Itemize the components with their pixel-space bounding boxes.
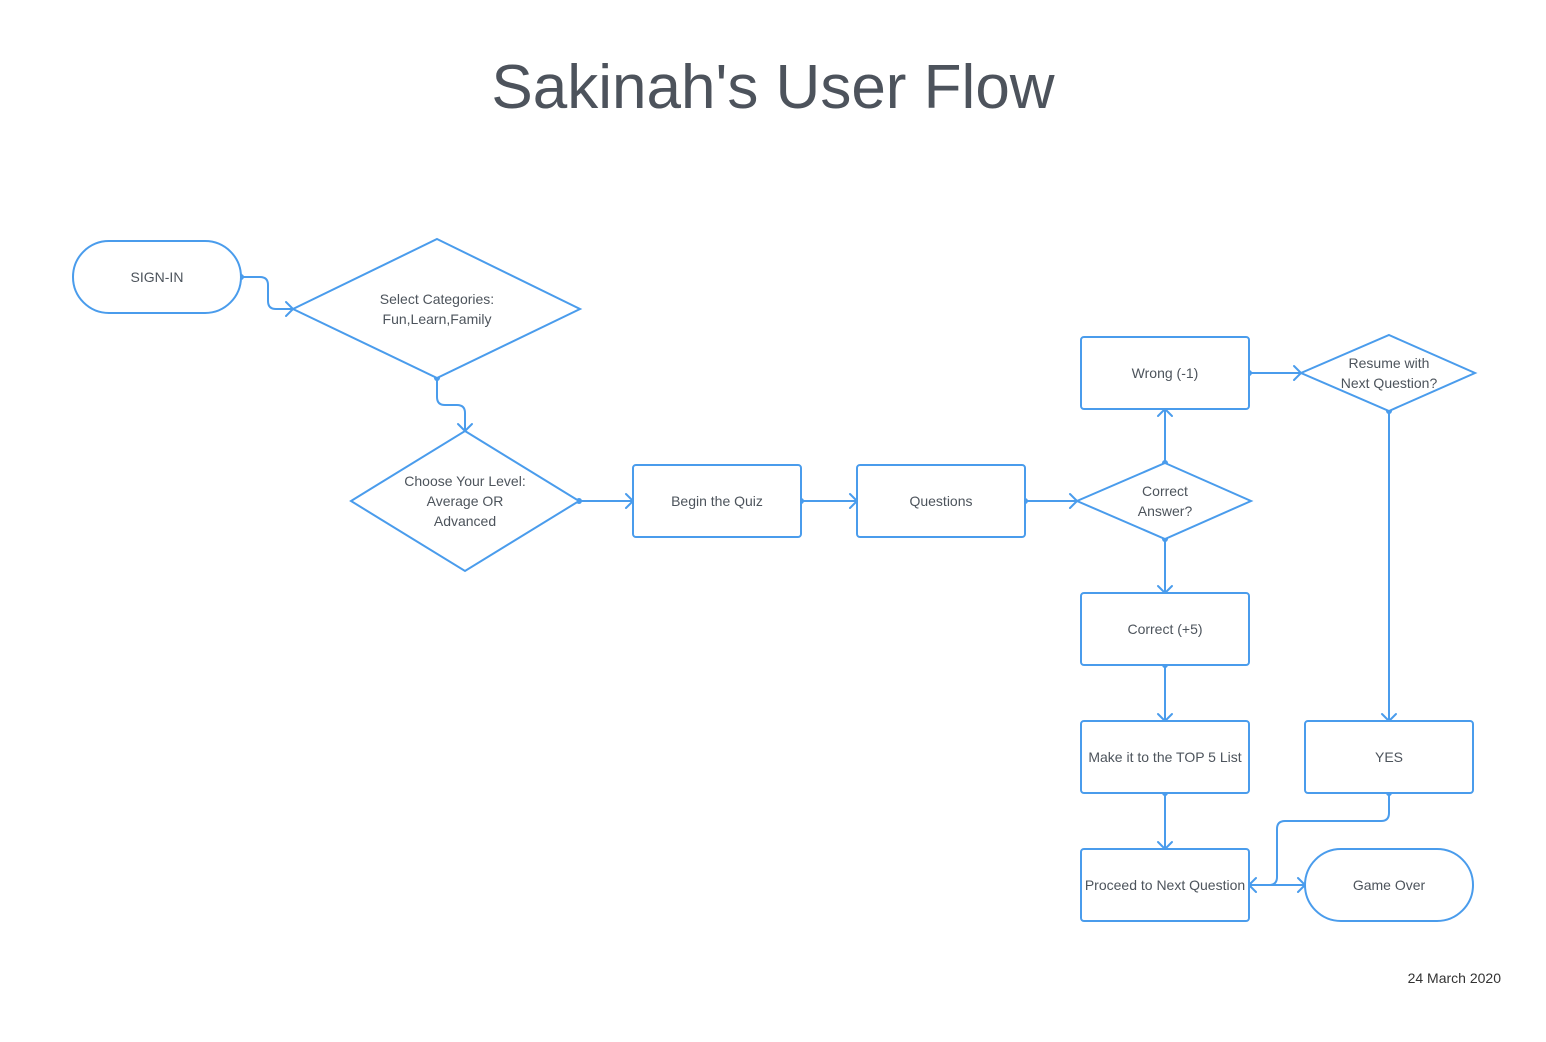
process-shape <box>856 464 1026 538</box>
node-label-line: Resume with <box>1349 355 1430 371</box>
terminal-shape <box>1304 848 1474 922</box>
edge-select-categories-to-choose-level <box>434 375 473 432</box>
node-label-line: Wrong (-1) <box>1132 365 1199 381</box>
edge-top5-to-proceed <box>1157 790 1173 850</box>
node-label: Correct (+5) <box>1127 621 1202 637</box>
node-choose-level: Choose Your Level: Average OR Advanced <box>349 429 581 573</box>
edge-correct-answer-to-correct-plus <box>1157 536 1173 594</box>
connector-line <box>1248 792 1390 886</box>
node-label: Questions <box>909 493 972 509</box>
node-game-over: Game Over <box>1304 848 1474 922</box>
edge-questions-to-correct-answer <box>1022 493 1078 509</box>
process-shape <box>1304 720 1474 794</box>
node-label: Begin the Quiz <box>671 493 763 509</box>
diagram-title: Sakinah's User Flow <box>491 53 1054 122</box>
node-label-line: Choose Your Level: <box>404 473 525 489</box>
connector-line <box>240 276 294 310</box>
process-shape <box>1080 592 1250 666</box>
node-begin-quiz: Begin the Quiz <box>632 464 802 538</box>
node-yes: YES <box>1304 720 1474 794</box>
node-label-line: Game Over <box>1353 877 1426 893</box>
process-shape <box>632 464 802 538</box>
node-label-line: Fun,Learn,Family <box>383 311 492 327</box>
node-label-line: Make it to the TOP 5 List <box>1088 749 1241 765</box>
node-top5: Make it to the TOP 5 List <box>1080 720 1250 794</box>
connector-line <box>436 377 466 432</box>
node-label-line: Select Categories: <box>380 291 494 307</box>
edge-sign-in-to-select-categories <box>238 274 294 317</box>
node-label-line: Next Question? <box>1341 375 1438 391</box>
node-sign-in: SIGN-IN <box>72 240 242 314</box>
node-label: Game Over <box>1353 877 1426 893</box>
node-label: YES <box>1375 749 1403 765</box>
node-label-line: Proceed to Next Question <box>1085 877 1245 893</box>
decision-shape <box>1298 333 1478 413</box>
terminal-shape <box>72 240 242 314</box>
process-shape <box>1080 720 1250 794</box>
node-label: Proceed to Next Question <box>1085 877 1245 893</box>
node-label-line: Begin the Quiz <box>671 493 763 509</box>
node-select-categories: Select Categories: Fun,Learn,Family <box>290 237 583 380</box>
edge-resume-to-yes <box>1381 408 1397 722</box>
node-label-line: Correct <box>1142 483 1188 499</box>
decision-shape <box>349 429 581 573</box>
decision-shape <box>1074 461 1254 541</box>
node-label: SIGN-IN <box>131 269 184 285</box>
date-label: 24 March 2020 <box>1408 970 1502 986</box>
decision-shape <box>290 237 583 380</box>
node-proceed: Proceed to Next Question <box>1080 848 1250 922</box>
node-label-line: SIGN-IN <box>131 269 184 285</box>
edge-correct-plus-to-top5 <box>1157 662 1173 722</box>
node-label-line: Questions <box>909 493 972 509</box>
node-label-line: YES <box>1375 749 1403 765</box>
edge-choose-level-to-begin-quiz <box>576 493 634 509</box>
node-label-line: Answer? <box>1138 503 1193 519</box>
node-wrong: Wrong (-1) <box>1080 336 1250 410</box>
node-label: Select Categories: Fun,Learn,Family <box>380 291 494 327</box>
process-shape <box>1080 336 1250 410</box>
node-label-line: Average OR <box>427 493 504 509</box>
process-shape <box>1080 848 1250 922</box>
edge-wrong-to-resume <box>1246 365 1302 381</box>
node-label-line: Advanced <box>434 513 496 529</box>
edge-begin-quiz-to-questions <box>798 493 858 509</box>
node-label: Choose Your Level: Average OR Advanced <box>404 473 525 529</box>
edge-correct-answer-to-wrong <box>1157 408 1173 466</box>
node-label: Wrong (-1) <box>1132 365 1199 381</box>
node-label: Make it to the TOP 5 List <box>1088 749 1241 765</box>
node-label-line: Correct (+5) <box>1127 621 1202 637</box>
node-questions: Questions <box>856 464 1026 538</box>
node-correct-plus: Correct (+5) <box>1080 592 1250 666</box>
